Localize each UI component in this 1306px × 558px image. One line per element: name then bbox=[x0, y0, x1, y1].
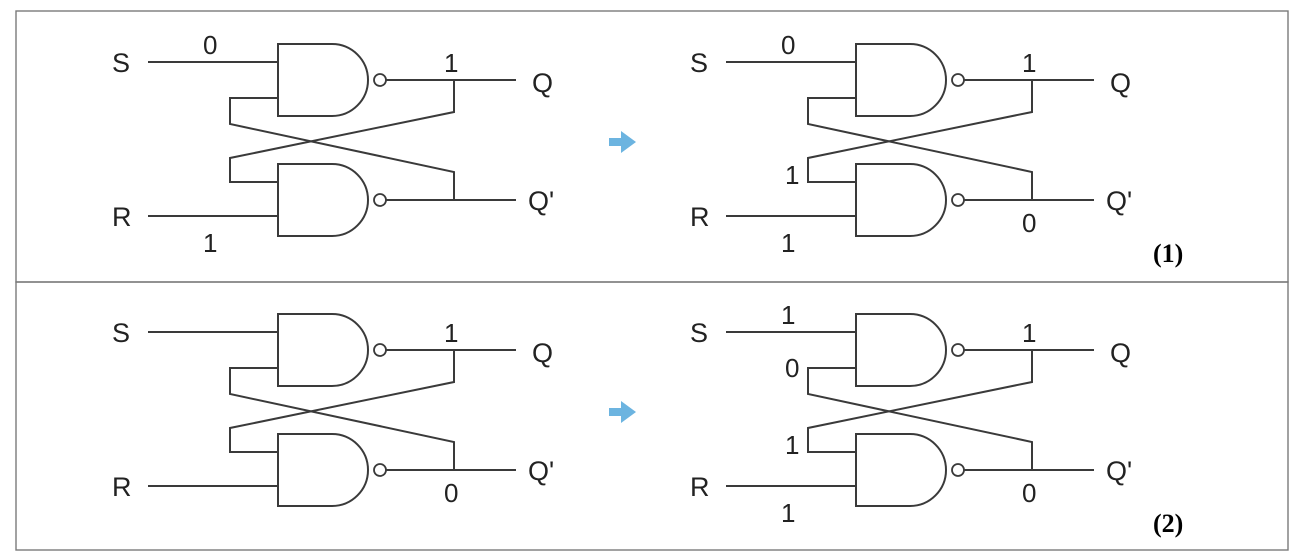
panel-frames bbox=[15, 10, 1289, 551]
wire-feedback-q-to-bottom-gate bbox=[229, 80, 455, 183]
nand-gate-bottom bbox=[855, 433, 947, 507]
value-q: 1 bbox=[444, 48, 458, 78]
inversion-bubble-top bbox=[373, 73, 387, 87]
inversion-bubble-top bbox=[373, 343, 387, 357]
value-s: 0 bbox=[781, 30, 795, 60]
value-r: 1 bbox=[781, 498, 795, 528]
nand-gate-bottom bbox=[277, 433, 369, 507]
wire-feedback-q-to-bottom-gate bbox=[807, 80, 1033, 183]
value-q-bar: 0 bbox=[444, 478, 458, 508]
value-r: 1 bbox=[781, 228, 795, 258]
panel-2-frame bbox=[15, 281, 1289, 551]
panel-1-after-latch: S R Q Q' 0 1 1 0 1 bbox=[690, 30, 1132, 258]
wire-feedback-q-bar-to-top-gate bbox=[229, 367, 455, 470]
input-label-r: R bbox=[690, 472, 710, 502]
input-label-r: R bbox=[112, 472, 132, 502]
nand-gate-top bbox=[277, 313, 369, 387]
input-label-r: R bbox=[690, 202, 710, 232]
value-q-bar: 0 bbox=[1022, 208, 1036, 238]
output-label-q: Q bbox=[532, 338, 553, 368]
input-label-s: S bbox=[112, 318, 130, 348]
panel-2-label: (2) bbox=[1153, 509, 1183, 538]
nand-gate-top bbox=[855, 43, 947, 117]
nand-gate-bottom bbox=[277, 163, 369, 237]
value-q: 1 bbox=[1022, 48, 1036, 78]
wire-feedback-q-bar-to-top-gate bbox=[229, 97, 455, 200]
inversion-bubble-bottom bbox=[951, 193, 965, 207]
panel-2-after-latch: S R Q Q' 1 1 1 0 0 1 bbox=[690, 300, 1132, 528]
panel-1-label: (1) bbox=[1153, 239, 1183, 268]
value-s: 1 bbox=[781, 300, 795, 330]
output-label-q-bar: Q' bbox=[1106, 186, 1132, 216]
panel-2-transition-arrow bbox=[609, 401, 636, 423]
wire-feedback-q-bar-to-top-gate bbox=[807, 367, 1033, 470]
inversion-bubble-bottom bbox=[373, 193, 387, 207]
nand-gate-top bbox=[855, 313, 947, 387]
nand-gate-bottom bbox=[855, 163, 947, 237]
value-s: 0 bbox=[203, 30, 217, 60]
output-label-q: Q bbox=[1110, 338, 1131, 368]
input-label-r: R bbox=[112, 202, 132, 232]
panel-1-transition-arrow bbox=[609, 131, 636, 153]
output-label-q: Q bbox=[1110, 68, 1131, 98]
value-q: 1 bbox=[1022, 318, 1036, 348]
value-feedback-top: 0 bbox=[785, 353, 799, 383]
value-feedback-bottom: 1 bbox=[785, 430, 799, 460]
input-label-s: S bbox=[690, 48, 708, 78]
inversion-bubble-bottom bbox=[373, 463, 387, 477]
inversion-bubble-top bbox=[951, 73, 965, 87]
input-label-s: S bbox=[690, 318, 708, 348]
input-label-s: S bbox=[112, 48, 130, 78]
value-r: 1 bbox=[203, 228, 217, 258]
inversion-bubble-bottom bbox=[951, 463, 965, 477]
output-label-q-bar: Q' bbox=[1106, 456, 1132, 486]
output-label-q-bar: Q' bbox=[528, 186, 554, 216]
wire-feedback-q-to-bottom-gate bbox=[807, 350, 1033, 453]
panel-1-before-latch: S R Q Q' 0 1 1 bbox=[112, 30, 554, 258]
output-label-q-bar: Q' bbox=[528, 456, 554, 486]
nand-gate-top bbox=[277, 43, 369, 117]
value-feedback-bottom: 1 bbox=[785, 160, 799, 190]
value-q: 1 bbox=[444, 318, 458, 348]
value-q-bar: 0 bbox=[1022, 478, 1036, 508]
panel-2-before-latch: S R Q Q' 1 0 bbox=[112, 313, 554, 508]
inversion-bubble-top bbox=[951, 343, 965, 357]
wire-feedback-q-to-bottom-gate bbox=[229, 350, 455, 453]
wire-feedback-q-bar-to-top-gate bbox=[807, 97, 1033, 200]
output-label-q: Q bbox=[532, 68, 553, 98]
panel-labels: (1) (2) bbox=[1153, 239, 1183, 538]
